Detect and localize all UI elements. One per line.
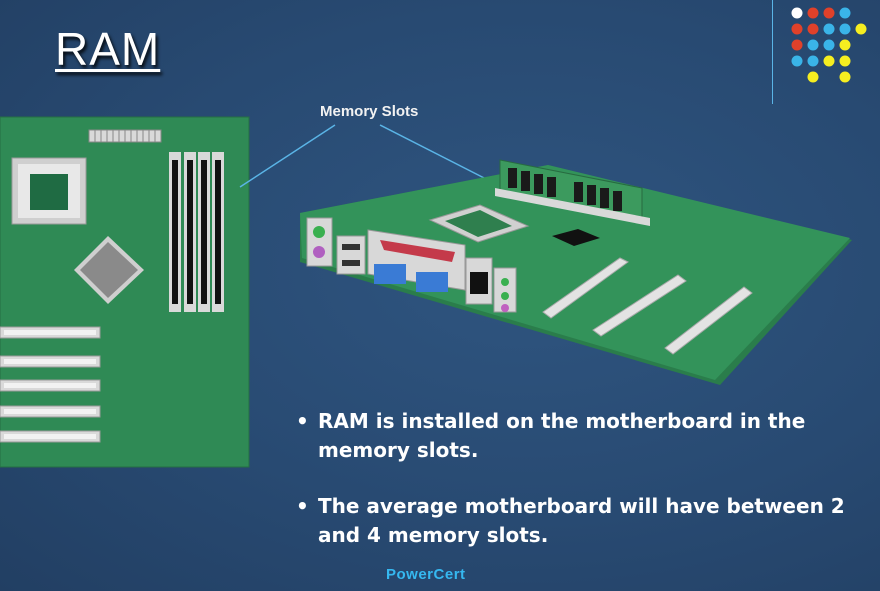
bullet-text: The average motherboard will have betwee… bbox=[318, 494, 845, 547]
brand-watermark: PowerCert bbox=[386, 566, 466, 583]
bullet-item: • RAM is installed on the motherboard in… bbox=[296, 407, 856, 465]
memory-slots-callout-label: Memory Slots bbox=[320, 103, 419, 120]
bullet-text: RAM is installed on the motherboard in t… bbox=[318, 409, 806, 462]
colored-dot-grid-icon bbox=[791, 7, 867, 83]
slide-title: RAM bbox=[55, 23, 161, 75]
decorative-divider-line bbox=[772, 0, 773, 104]
bullet-list: • RAM is installed on the motherboard in… bbox=[296, 407, 856, 577]
bullet-dot-icon: • bbox=[296, 494, 309, 518]
motherboard-top-view-image bbox=[0, 116, 250, 468]
callout-lines bbox=[239, 124, 493, 188]
bullet-item: • The average motherboard will have betw… bbox=[296, 492, 856, 550]
motherboard-3d-image bbox=[300, 159, 852, 385]
bullet-dot-icon: • bbox=[296, 409, 309, 433]
